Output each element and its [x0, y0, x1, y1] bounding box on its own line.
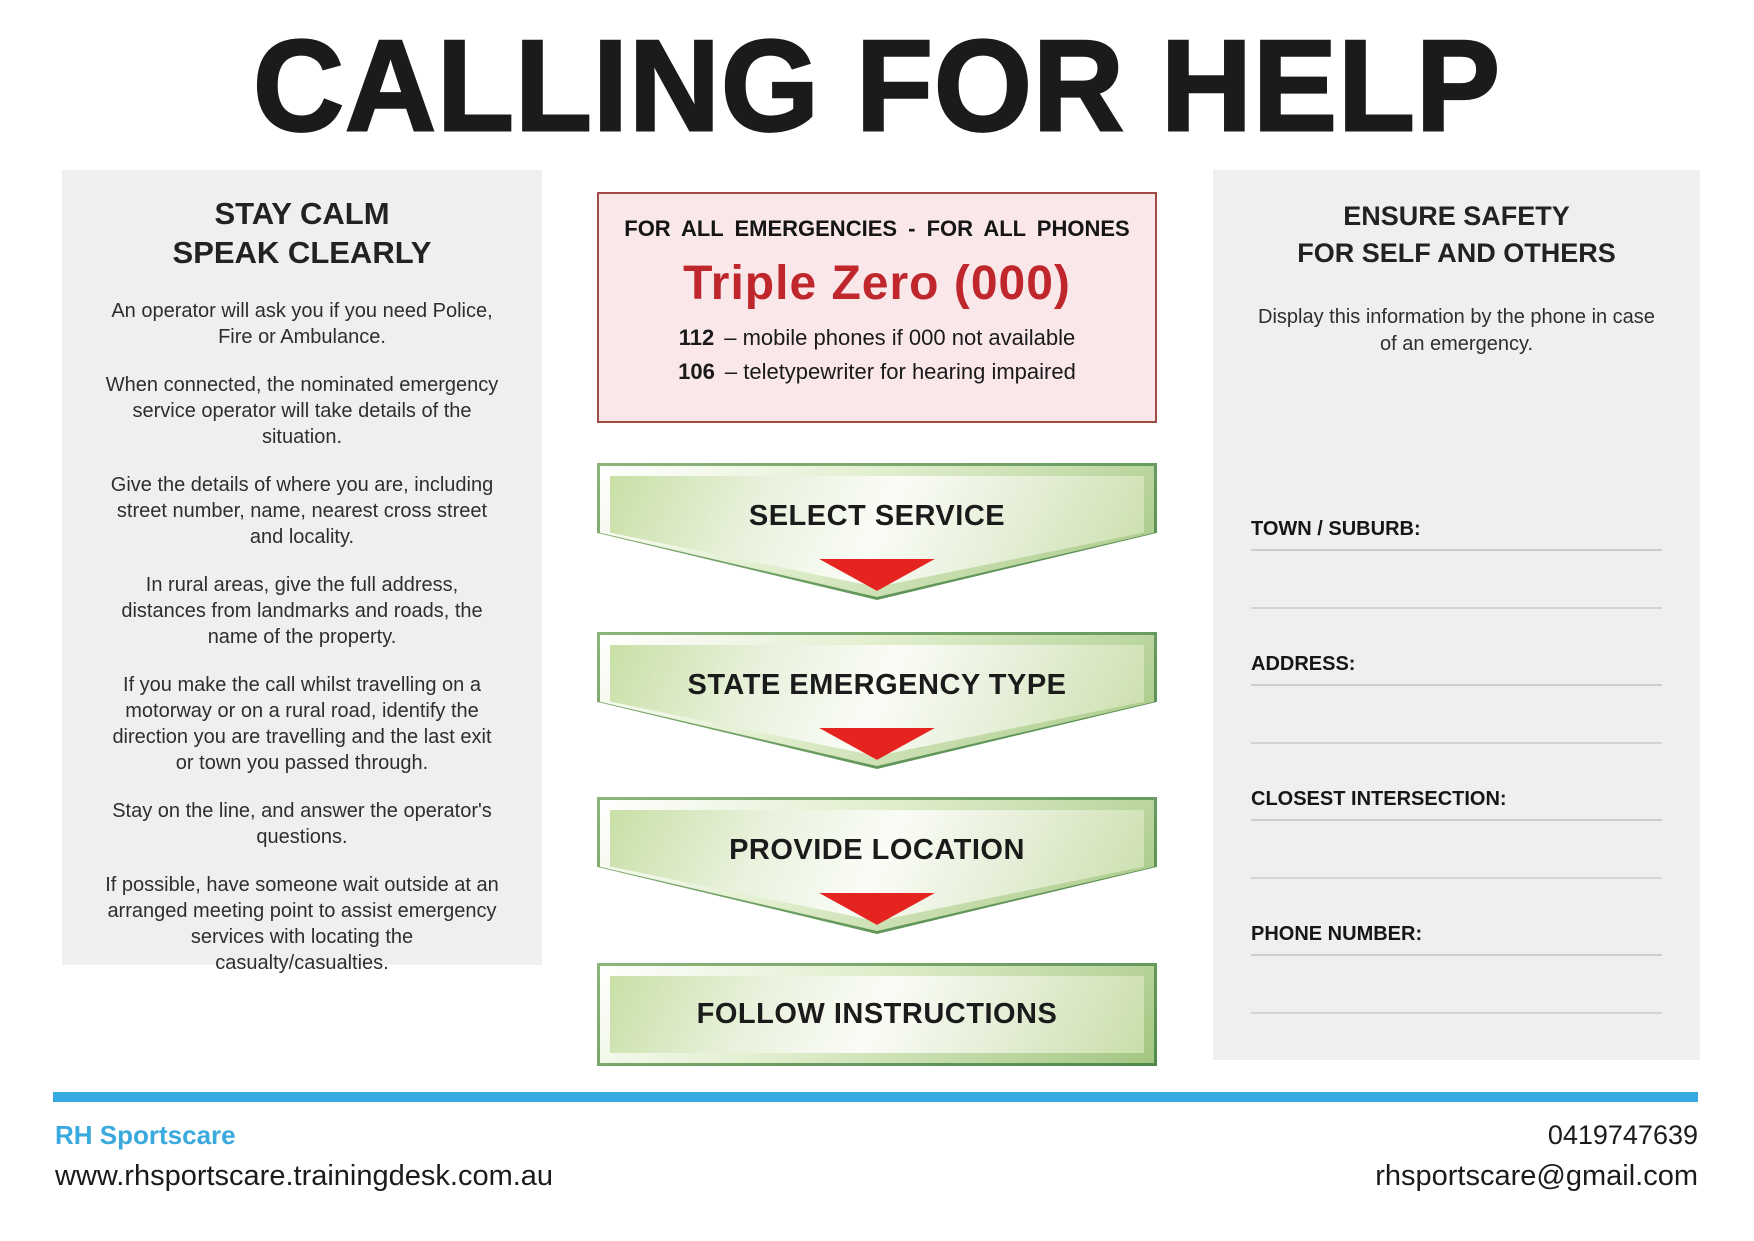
emergency-box-header: FOR ALL EMERGENCIES - FOR ALL PHONES [624, 216, 1130, 241]
safety-heading: ENSURE SAFETY FOR SELF AND OTHERS [1251, 198, 1662, 272]
instruction-paragraph: Stay on the line, and answer the operato… [112, 800, 492, 848]
triple-zero-number: Triple Zero (000) [683, 257, 1071, 310]
page-title: CALLING FOR HELP [252, 12, 1501, 159]
safety-heading-line2: FOR SELF AND OTHERS [1297, 238, 1616, 268]
field-town-suburb: TOWN / SUBURB: [1251, 518, 1662, 609]
company-name: RH Sportscare [55, 1120, 236, 1150]
field-label: TOWN / SUBURB: [1251, 518, 1662, 551]
step-banner-select-service: SELECT SERVICE [597, 463, 1157, 600]
field-label: ADDRESS: [1251, 653, 1662, 686]
footer-left: RH Sportscare www.rhsportscare.trainingd… [55, 1116, 553, 1198]
step-banner-state-emergency-type: STATE EMERGENCY TYPE [597, 632, 1157, 769]
footer-divider [53, 1092, 1698, 1102]
emergency-numbers-box: FOR ALL EMERGENCIES - FOR ALL PHONES Tri… [597, 192, 1157, 423]
company-website: www.rhsportscare.trainingdesk.com.au [55, 1160, 554, 1192]
field-label: CLOSEST INTERSECTION: [1251, 788, 1662, 821]
contact-form-fields: TOWN / SUBURB: ADDRESS: CLOSEST INTERSEC… [1251, 518, 1662, 1014]
step-label: PROVIDE LOCATION [729, 833, 1025, 866]
write-line [1251, 956, 1662, 1014]
banner-fill [610, 976, 1144, 1053]
instruction-paragraph: When connected, the nominated emergency … [105, 374, 499, 448]
step-banner-follow-instructions: FOLLOW INSTRUCTIONS [597, 963, 1157, 1066]
instruction-paragraph: An operator will ask you if you need Pol… [111, 300, 493, 348]
footer: RH Sportscare www.rhsportscare.trainingd… [55, 1116, 1698, 1198]
alt-number-112-description: – mobile phones if 000 not available [724, 325, 1076, 350]
step-banner-provide-location: PROVIDE LOCATION [597, 797, 1157, 934]
write-line [1251, 686, 1662, 744]
footer-right: 0419747639 rhsportscare@gmail.com [1375, 1116, 1698, 1198]
alt-number-106: 106 – teletypewriter for hearing impaired [599, 359, 1155, 385]
field-phone-number: PHONE NUMBER: [1251, 923, 1662, 1014]
contact-email: rhsportscare@gmail.com [1375, 1160, 1698, 1192]
stay-calm-panel: STAY CALM SPEAK CLEARLY An operator will… [62, 170, 542, 974]
alt-number-112-value: 112 [678, 325, 715, 350]
field-label: PHONE NUMBER: [1251, 923, 1662, 956]
alt-number-106-value: 106 [678, 359, 715, 384]
alt-number-106-description: – teletypewriter for hearing impaired [724, 359, 1076, 384]
contact-phone: 0419747639 [1547, 1120, 1698, 1150]
step-label: STATE EMERGENCY TYPE [687, 668, 1067, 701]
instruction-paragraph: If you make the call whilst travelling o… [112, 674, 492, 774]
write-line [1251, 551, 1662, 609]
step-label: SELECT SERVICE [748, 499, 1006, 532]
instruction-paragraph: Give the details of where you are, inclu… [110, 474, 494, 548]
write-line [1251, 821, 1662, 879]
field-closest-intersection: CLOSEST INTERSECTION: [1251, 788, 1662, 879]
call-steps-column: FOR ALL EMERGENCIES - FOR ALL PHONES Tri… [597, 170, 1157, 1066]
instruction-paragraph: If possible, have someone wait outside a… [105, 874, 499, 974]
safety-heading-line1: ENSURE SAFETY [1343, 201, 1570, 231]
stay-calm-heading-line2: SPEAK CLEARLY [172, 235, 432, 270]
stay-calm-heading-line1: STAY CALM [214, 196, 390, 231]
instruction-paragraph: In rural areas, give the full address, d… [121, 574, 483, 648]
field-address: ADDRESS: [1251, 653, 1662, 744]
alt-number-112: 112 – mobile phones if 000 not available [599, 325, 1155, 351]
step-label: FOLLOW INSTRUCTIONS [696, 998, 1058, 1030]
safety-instruction: Display this information by the phone in… [1258, 306, 1655, 355]
safety-panel: ENSURE SAFETY FOR SELF AND OTHERS Displa… [1213, 170, 1700, 1060]
stay-calm-heading: STAY CALM SPEAK CLEARLY [102, 194, 502, 272]
